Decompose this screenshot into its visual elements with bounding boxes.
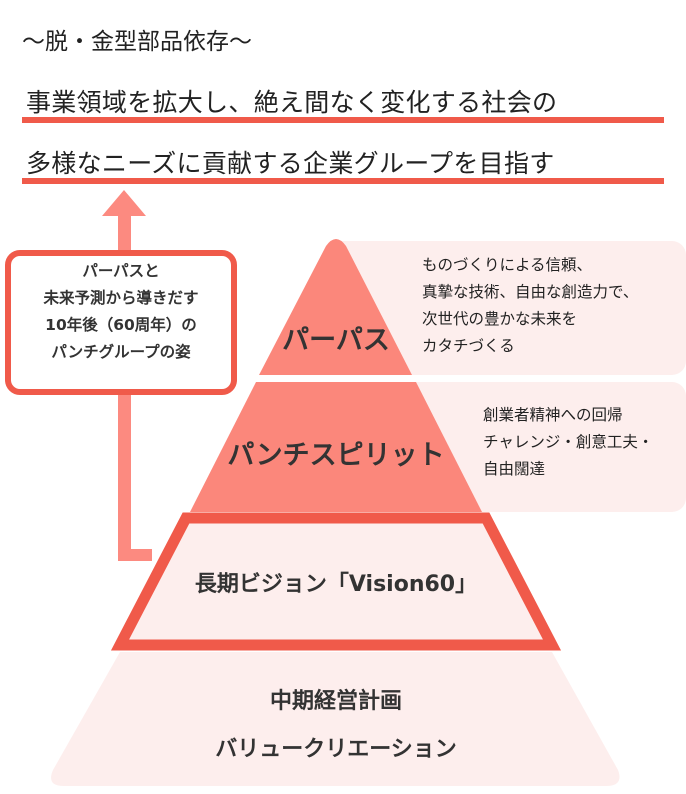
desc-line: カタチづくる (422, 337, 515, 355)
headline-line-1: 事業領域を拡大し、絶え間なく変化する社会の (26, 88, 558, 117)
purpose-desc-panel (330, 241, 686, 375)
tier-midterm-line: 中期経営計画 (269, 689, 402, 714)
tier-midterm-line: バリュークリエーション (215, 737, 457, 762)
headline-line-2: 多様なニーズに貢献する企業グループを目指す (26, 149, 555, 178)
headline-underline-2 (22, 178, 664, 184)
tier-purpose-label: パーパス (282, 325, 390, 356)
note-line: 未来予測から導きだす (43, 289, 199, 307)
tier-spirit (190, 382, 482, 512)
tier-midterm-label: 中期経営計画 バリュークリエーション (136, 678, 536, 774)
desc-line: 自由闊達 (483, 460, 546, 478)
note-line: パーパスと (82, 262, 160, 280)
tier-vision (110, 512, 562, 651)
purpose-description: ものづくりによる信頼、 真摯な技術、自由な創造力で、 次世代の豊かな未来を カタ… (422, 252, 638, 360)
tier-spirit-label: パンチスピリット (227, 440, 445, 471)
spirit-description: 創業者精神への回帰 チャレンジ・創意工夫・ 自由闊達 (483, 402, 653, 483)
note-line: パンチグループの姿 (51, 343, 191, 361)
note-line: 10年後（60周年）の (45, 316, 197, 334)
note-box (5, 250, 237, 395)
tier-midterm-plan (51, 652, 620, 786)
subtitle: 〜脱・金型部品依存〜 (22, 29, 252, 55)
arrow-up-icon (102, 190, 146, 216)
tier-purpose (259, 239, 412, 375)
headline-underline-1 (22, 117, 664, 123)
desc-line: 次世代の豊かな未来を (422, 310, 578, 328)
tier-vision-label: 長期ビジョン「Vision60」 (194, 572, 478, 597)
desc-line: ものづくりによる信頼、 (422, 256, 593, 274)
desc-line: 創業者精神への回帰 (483, 406, 623, 424)
desc-line: 真摯な技術、自由な創造力で、 (422, 283, 639, 301)
desc-line: チャレンジ・創意工夫・ (483, 433, 654, 451)
note-text: パーパスと 未来予測から導きだす 10年後（60周年）の パンチグループの姿 (12, 258, 230, 366)
spirit-desc-panel (400, 382, 686, 512)
